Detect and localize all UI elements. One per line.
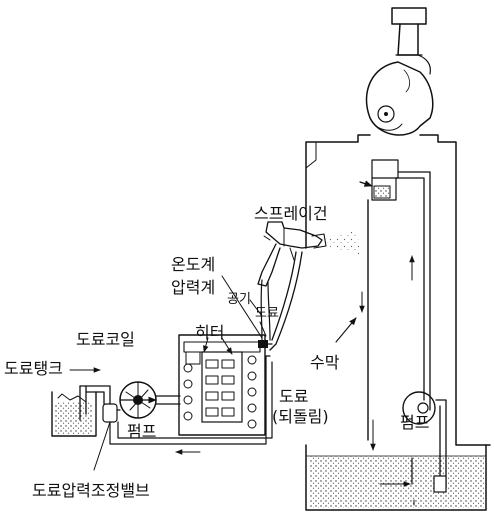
label-paint: 도료 (255, 306, 279, 321)
label-thermometer: 온도계 (171, 255, 215, 274)
exhaust-fan-icon (377, 105, 395, 123)
heater-unit (178, 334, 273, 436)
label-spray-gun: 스프레이건 (254, 204, 328, 223)
paint-pump (116, 381, 157, 419)
label-pump-left: 펌프 (127, 422, 156, 441)
spray-gun (257, 221, 362, 287)
label-pressure-valve: 도료압력조정밸브 (32, 481, 150, 500)
label-paint-return-2: (되돌림) (272, 407, 329, 426)
label-pressure-gauge: 압력계 (171, 278, 215, 297)
exhaust-fan-housing (365, 61, 434, 136)
label-air: 공기 (227, 292, 251, 307)
gun-hoses (221, 251, 303, 351)
booth-wall (305, 134, 491, 446)
label-heater: 히터 (195, 323, 224, 342)
label-water-curtain: 수막 (310, 353, 340, 372)
paint-tank (51, 367, 111, 437)
paint-coil (183, 355, 257, 429)
exhaust-duct (365, 7, 434, 136)
label-paint-tank: 도료탱크 (4, 359, 63, 378)
pressure-valve (93, 403, 118, 471)
label-paint-coil: 도료코일 (76, 330, 135, 349)
label-paint-return-1: 도료 (279, 387, 308, 406)
label-pump-right: 펌프 (400, 413, 429, 432)
booth-water-tank (305, 391, 487, 511)
water-pump-icon (402, 391, 436, 425)
water-flow-arrows (335, 255, 415, 451)
paint-piping (109, 355, 273, 455)
